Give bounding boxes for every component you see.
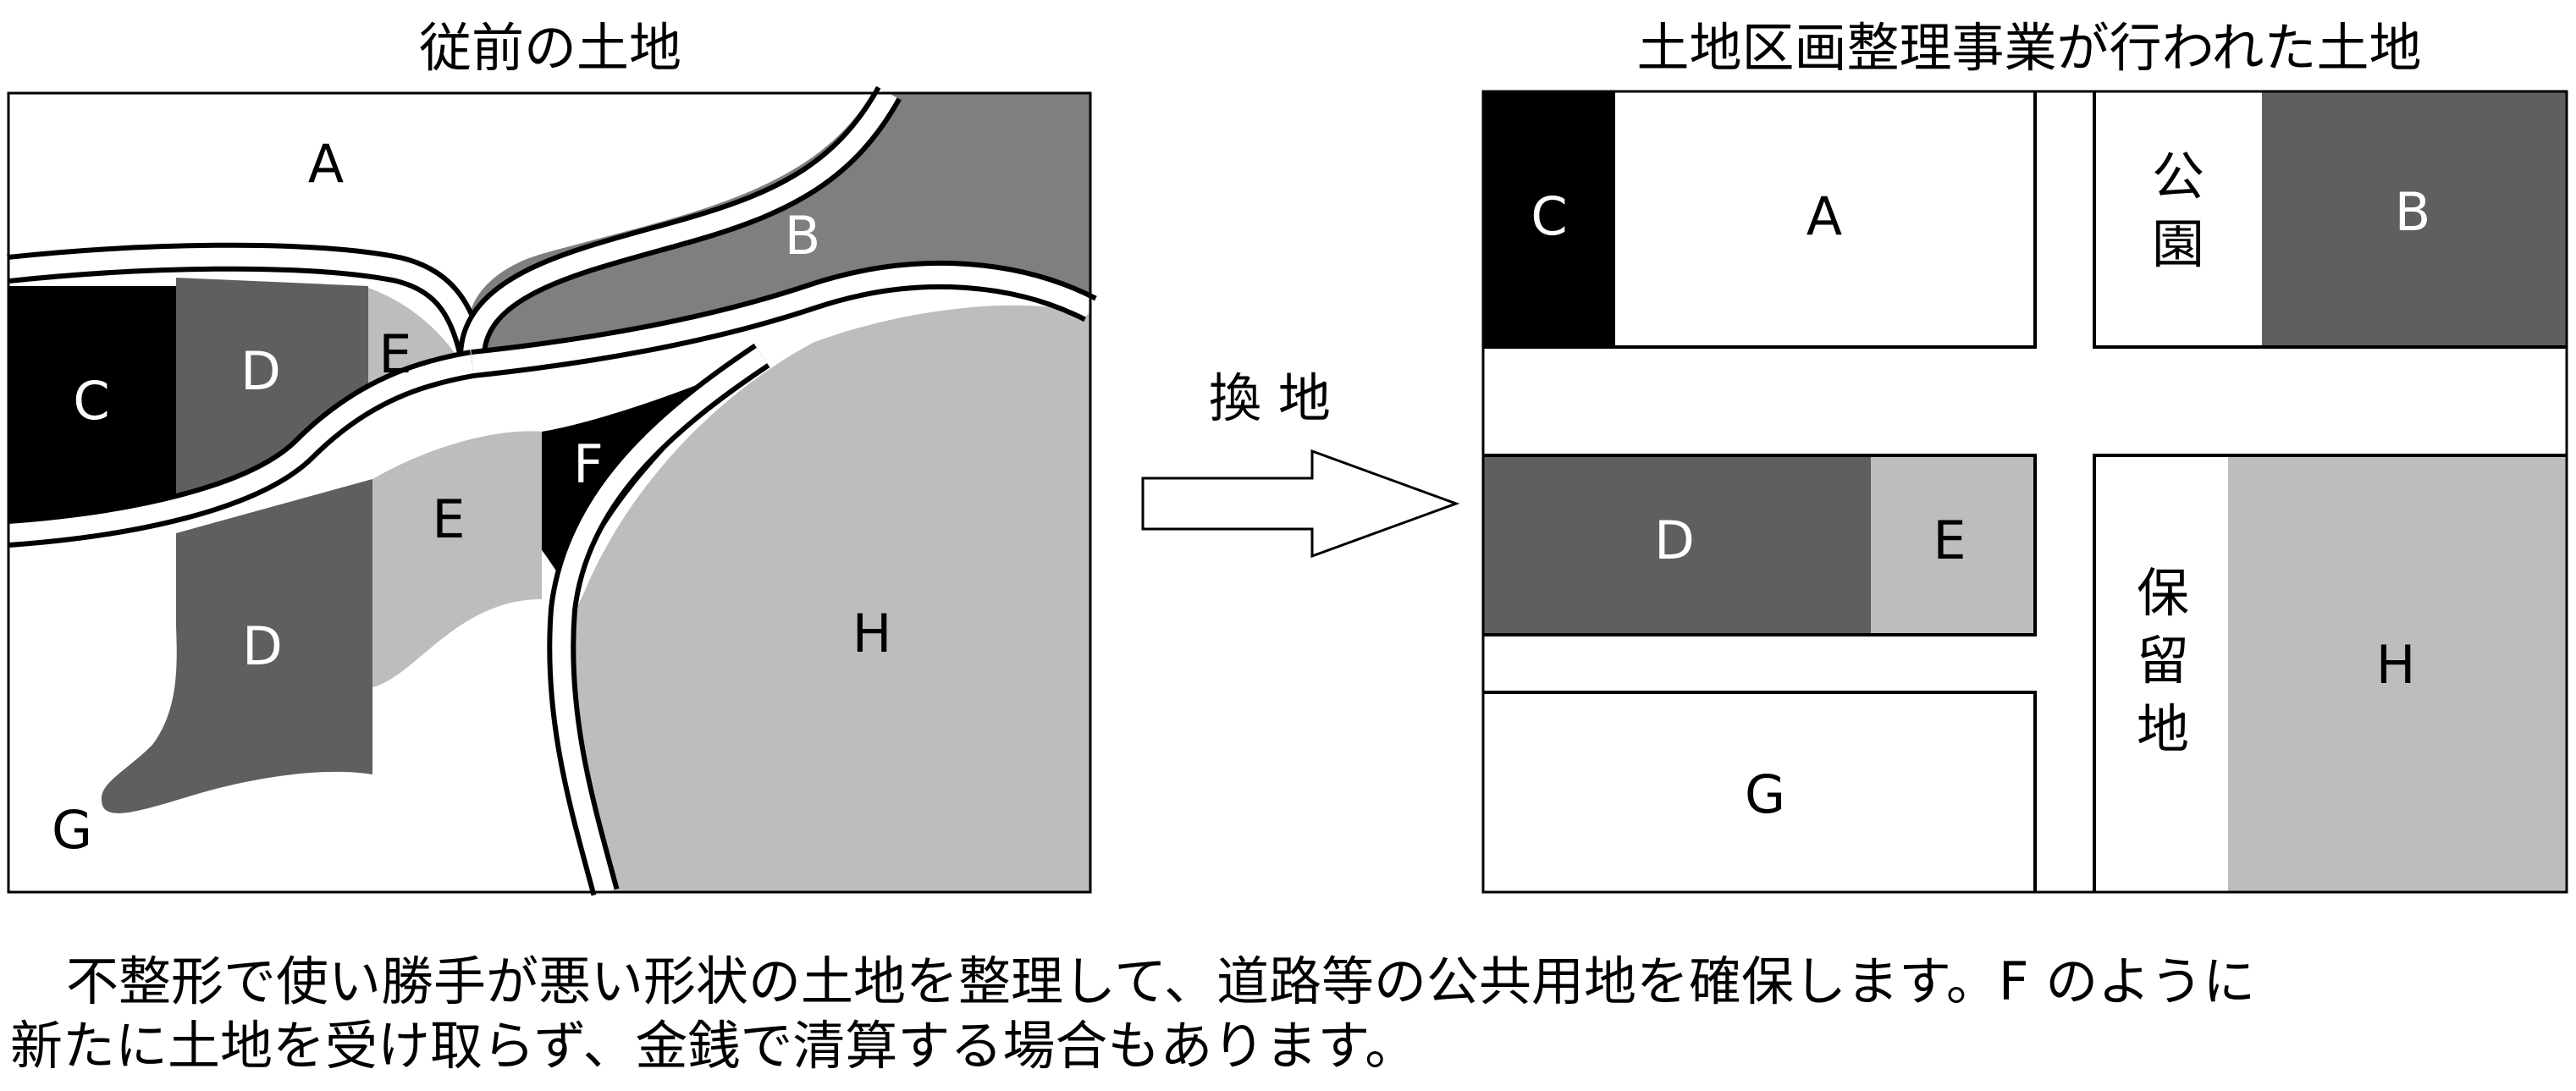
after-label-d: D — [1654, 510, 1695, 571]
parcel-c — [8, 286, 176, 533]
after-label-e: E — [1933, 510, 1966, 571]
after-label-b: B — [2395, 181, 2431, 243]
after-parcel-d — [1483, 457, 1871, 633]
after-parcel-b — [2262, 91, 2567, 347]
after-parcel-g — [1483, 692, 2035, 892]
before-label-c: C — [73, 370, 109, 432]
before-label-e-lower: E — [432, 488, 465, 550]
after-road-edges — [1483, 91, 2567, 892]
parcel-d-upper — [176, 278, 368, 508]
before-roads — [7, 85, 1097, 896]
after-parcel-e — [1871, 457, 2035, 633]
before-label-a: A — [308, 133, 344, 195]
before-label-h: H — [852, 603, 892, 664]
after-parcel-h — [2228, 455, 2567, 892]
after-label-g: G — [1745, 763, 1785, 825]
before-label-g: G — [52, 799, 92, 861]
after-label-park-2: 園 — [2152, 213, 2204, 275]
after-parcel-c — [1483, 91, 1615, 347]
before-map-frame — [7, 91, 1092, 894]
caption-line-2: 新たに土地を受け取らず、金銭で清算する場合もあります。 — [10, 1015, 1418, 1077]
after-title: 土地区画整理事業が行われた土地 — [1636, 17, 2422, 79]
after-map: C A 公 園 B D E 保 留 地 H G — [1481, 90, 2568, 894]
parcel-e-lower — [372, 431, 542, 687]
transfer-arrow: 換 地 — [1141, 367, 1460, 559]
after-label-reserve-3: 地 — [2137, 698, 2189, 760]
after-label-a: A — [1807, 185, 1842, 247]
parcel-d-lower — [101, 479, 372, 813]
after-label-reserve-2: 留 — [2137, 630, 2189, 692]
before-title: 従前の土地 — [418, 17, 681, 79]
before-map: A B C D E E F D H G — [7, 85, 1097, 896]
after-label-park-1: 公 — [2152, 146, 2204, 207]
after-label-c: C — [1531, 185, 1567, 247]
after-park — [2094, 91, 2262, 347]
after-label-reserve-1: 保 — [2137, 562, 2189, 624]
caption-line-1: 不整形で使い勝手が悪い形状の土地を整理して、道路等の公共用地を確保します。F の… — [66, 950, 2256, 1012]
before-label-d-lower: D — [242, 615, 283, 677]
after-parcel-a — [1615, 91, 2035, 347]
after-map-frame — [1481, 90, 2568, 894]
parcel-b — [468, 93, 1090, 360]
parcel-h — [560, 305, 1090, 892]
before-label-e-upper: E — [378, 323, 411, 385]
before-label-b: B — [785, 205, 821, 267]
before-label-d-upper: D — [240, 340, 281, 402]
after-label-h: H — [2376, 634, 2416, 696]
arrow-shape — [1141, 449, 1460, 559]
before-label-f: F — [573, 433, 604, 495]
arrow-label: 換 地 — [1209, 367, 1331, 429]
after-reserve-land — [2094, 455, 2228, 892]
